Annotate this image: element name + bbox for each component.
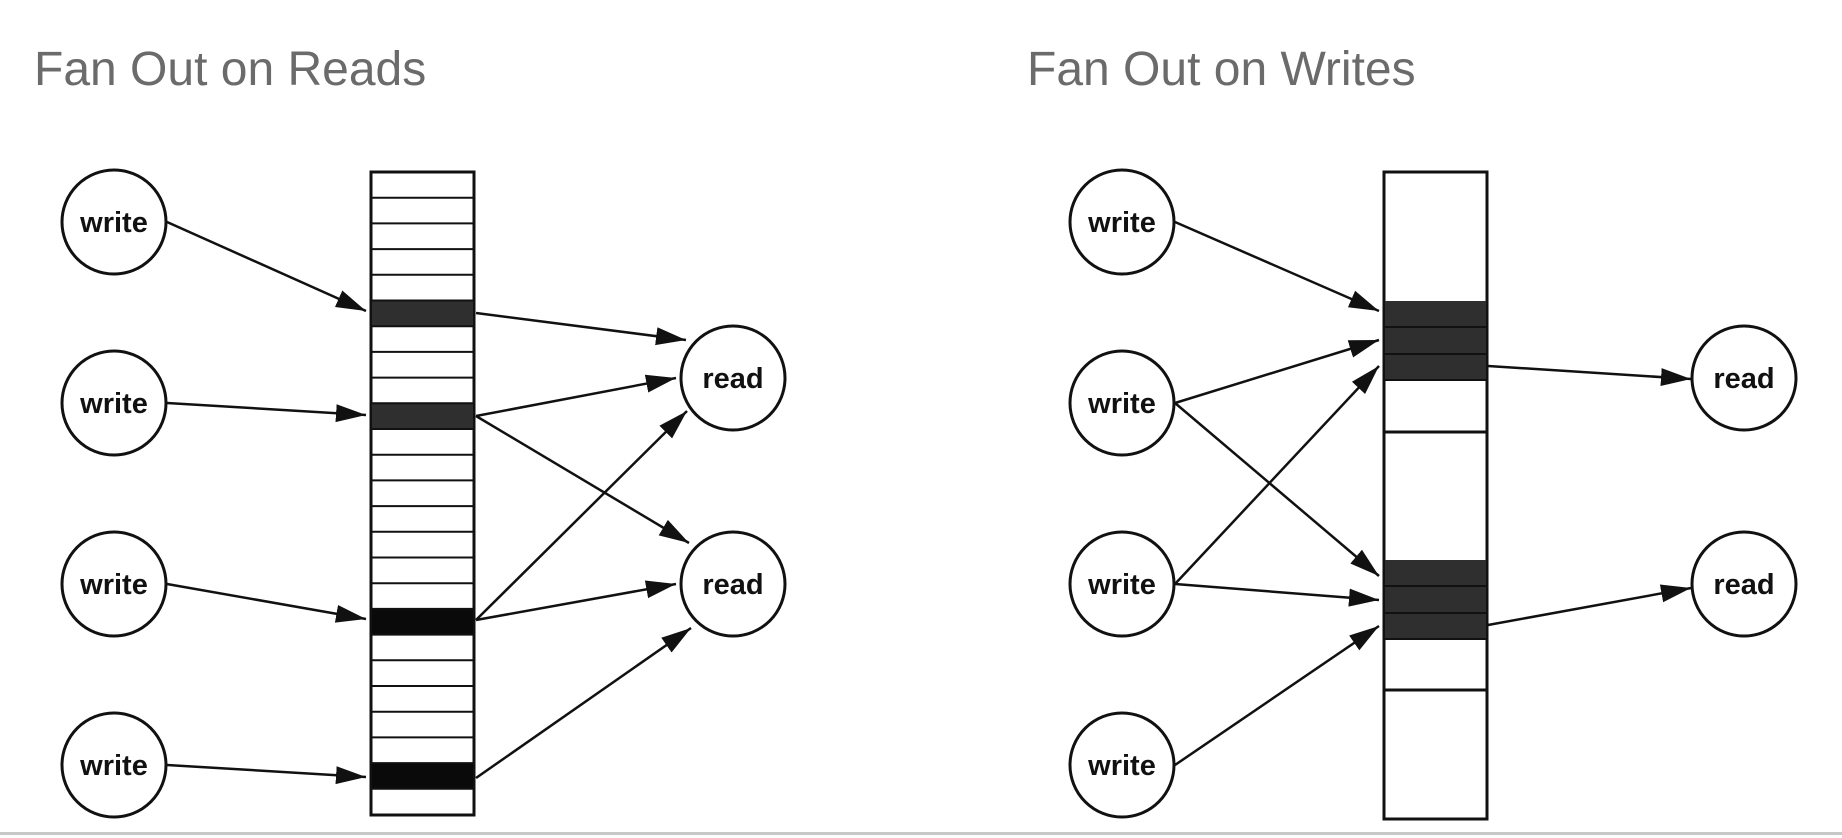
arrow-block1-to-read1: [1487, 364, 1692, 387]
left-column-rows: [372, 196, 473, 790]
arrow-cell2-to-read1: [475, 374, 677, 418]
read-node-1: read: [679, 324, 787, 432]
write-label: write: [1087, 388, 1156, 420]
arrow-write2-to-block1: [1174, 338, 1380, 405]
write-node-1: write: [1068, 168, 1176, 276]
arrow-write3-to-block2: [1174, 582, 1380, 607]
right-filled-cell: [1385, 301, 1486, 380]
arrow-cell1-to-read1: [475, 311, 687, 346]
write-node-4: write: [1068, 711, 1176, 819]
write-label: write: [79, 207, 148, 239]
title-fan-out-on-writes: Fan Out on Writes: [1027, 43, 1416, 96]
write-label: write: [79, 750, 148, 782]
right-column: [1382, 170, 1489, 821]
left-filled-cell: [372, 608, 473, 635]
arrow-write3-to-block1: [1174, 365, 1380, 585]
arrow-write2-to-cell: [166, 401, 367, 423]
write-label: write: [1087, 207, 1156, 239]
left-filled-cell: [372, 763, 473, 789]
read-label: read: [702, 569, 763, 601]
write-label: write: [79, 569, 148, 601]
write-node-3: write: [60, 530, 168, 638]
write-label: write: [1087, 750, 1156, 782]
arrow-write2-to-block2: [1174, 402, 1380, 577]
write-label: write: [1087, 569, 1156, 601]
left-filled-cell: [372, 300, 473, 327]
title-fan-out-on-reads: Fan Out on Reads: [34, 43, 427, 96]
left-arrows: [166, 220, 692, 785]
read-node-1: read: [1690, 324, 1798, 432]
arrow-write4-to-cell: [166, 763, 367, 785]
arrow-write1-to-block1: [1174, 220, 1380, 313]
read-label: read: [1713, 363, 1774, 395]
arrow-cell4-to-read2: [475, 626, 692, 780]
write-node-3: write: [1068, 530, 1176, 638]
read-node-2: read: [679, 530, 787, 638]
diagram-fan-out-on-writes: write write write write read read: [1068, 168, 1798, 821]
read-label: read: [702, 363, 763, 395]
right-filled-cell: [1385, 560, 1486, 639]
read-label: read: [1713, 569, 1774, 601]
write-node-2: write: [60, 349, 168, 457]
left-filled-cell: [372, 403, 473, 429]
arrow-cell2-to-read2: [475, 414, 690, 545]
write-node-2: write: [1068, 349, 1176, 457]
write-node-1: write: [60, 168, 168, 276]
arrow-write3-to-cell: [166, 582, 367, 623]
read-node-2: read: [1690, 530, 1798, 638]
arrow-write1-to-cell: [166, 220, 367, 313]
write-label: write: [79, 388, 148, 420]
arrow-cell3-to-read2: [475, 580, 677, 622]
write-node-4: write: [60, 711, 168, 819]
arrow-block2-to-read2: [1487, 584, 1692, 627]
bottom-divider: [0, 832, 1842, 835]
right-arrows: [1174, 220, 1692, 767]
arrow-write4-to-block2: [1174, 624, 1380, 767]
diagram-fan-out-on-reads: write write write write read read: [60, 168, 787, 819]
left-column: [369, 170, 476, 817]
arrow-cell3-to-read1: [475, 410, 688, 621]
